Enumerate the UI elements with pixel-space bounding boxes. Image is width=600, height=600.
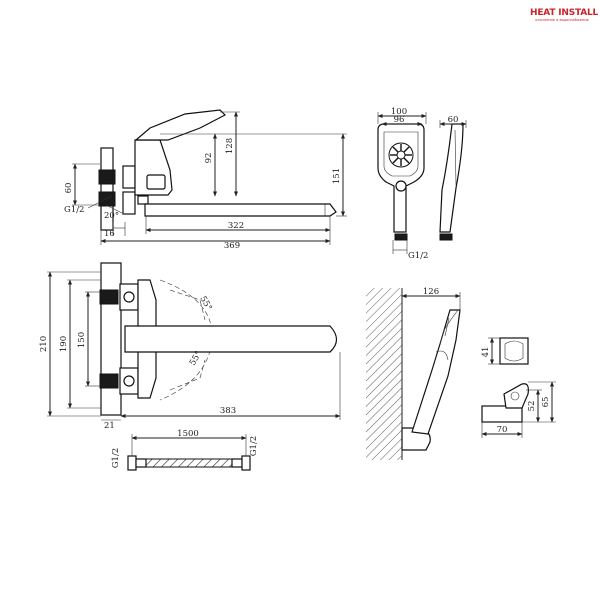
hose-fitting-left	[127, 455, 137, 471]
holder-top-block	[499, 337, 529, 365]
dim-head-96: 96	[394, 115, 405, 125]
brand-logo: HEAT INSTALL отопление и водоснабжение	[530, 8, 599, 22]
dim-wall-126: 126	[423, 287, 439, 297]
dim-hose-g12-left: G1/2	[111, 448, 121, 468]
dim-top-angle-55-upper: 55°	[197, 295, 213, 313]
holder-detail	[481, 337, 529, 423]
wall-hatch	[366, 288, 402, 460]
dim-top-210: 210	[39, 336, 49, 352]
dim-head-side-60: 60	[448, 115, 459, 125]
side-view-dimensions: 60 92 128 151 G1/2 20° 16 322 369	[64, 111, 347, 251]
dim-head-g12: G1/2	[408, 251, 428, 261]
hose-braid	[145, 458, 233, 468]
dim-side-369: 369	[224, 241, 240, 251]
side-spout	[144, 203, 337, 217]
side-nut-bottom	[122, 191, 136, 215]
dim-side-16: 16	[104, 229, 115, 239]
hose-dimensions: 1500 G1/2 G1/2	[111, 429, 259, 468]
top-eccentric-upper	[99, 289, 119, 305]
dim-side-151: 151	[332, 168, 342, 184]
top-eccentric-lower	[99, 373, 119, 389]
top-view-dimensions: 210 190 150 55° 55° 383 21	[39, 271, 341, 431]
shower-head-side-outline	[439, 123, 464, 233]
dim-side-322: 322	[228, 221, 244, 231]
shower-head-side	[439, 123, 464, 241]
wall-shower-dimensions: 126	[401, 287, 461, 312]
dim-holder-52: 52	[527, 401, 537, 412]
side-eccentric-top	[98, 169, 116, 185]
dim-side-128: 128	[225, 138, 235, 154]
dim-holder-65: 65	[541, 397, 551, 408]
dim-top-150: 150	[77, 332, 87, 348]
dim-side-angle-20: 20°	[104, 211, 119, 221]
dim-holder-70: 70	[497, 425, 508, 435]
side-wall-plate	[100, 147, 114, 231]
dim-hose-1500: 1500	[177, 429, 199, 439]
dim-holder-41: 41	[481, 347, 491, 358]
side-eccentric-bottom	[98, 191, 116, 207]
side-view	[98, 109, 337, 231]
holder-base	[481, 405, 523, 423]
wall-shower-handle	[411, 309, 461, 435]
hose-fitting-right	[241, 455, 251, 471]
dim-side-92: 92	[204, 153, 214, 164]
dim-hose-g12-right: G1/2	[249, 436, 259, 456]
holder-dimensions: 41 52 65 70	[481, 337, 556, 438]
top-view	[99, 262, 338, 416]
dim-top-383: 383	[220, 406, 236, 416]
holder-clip	[503, 383, 529, 409]
wall-shower-view	[366, 288, 461, 460]
shower-mode-button	[395, 180, 407, 192]
brand-name: HEAT INSTALL	[530, 8, 599, 18]
top-wall-plate	[100, 262, 122, 416]
dim-head-100: 100	[391, 107, 407, 117]
shower-head-side-dimensions: 60	[439, 115, 467, 128]
top-spout	[124, 325, 338, 353]
shower-head-front-dimensions: 100 96 G1/2	[377, 107, 428, 261]
side-mixer-cartridge	[146, 174, 166, 190]
dim-top-21: 21	[104, 421, 115, 431]
hose-view	[127, 455, 251, 471]
brand-tagline: отопление и водоснабжение	[535, 18, 589, 22]
dim-side-60: 60	[64, 183, 74, 194]
dim-top-190: 190	[59, 336, 69, 352]
side-nut-top	[122, 165, 136, 189]
dim-side-g12: G1/2	[64, 205, 84, 215]
shower-head-front-outline	[377, 123, 425, 233]
side-lever	[134, 109, 227, 141]
shower-head-front	[377, 123, 425, 241]
side-diverter	[137, 195, 149, 205]
